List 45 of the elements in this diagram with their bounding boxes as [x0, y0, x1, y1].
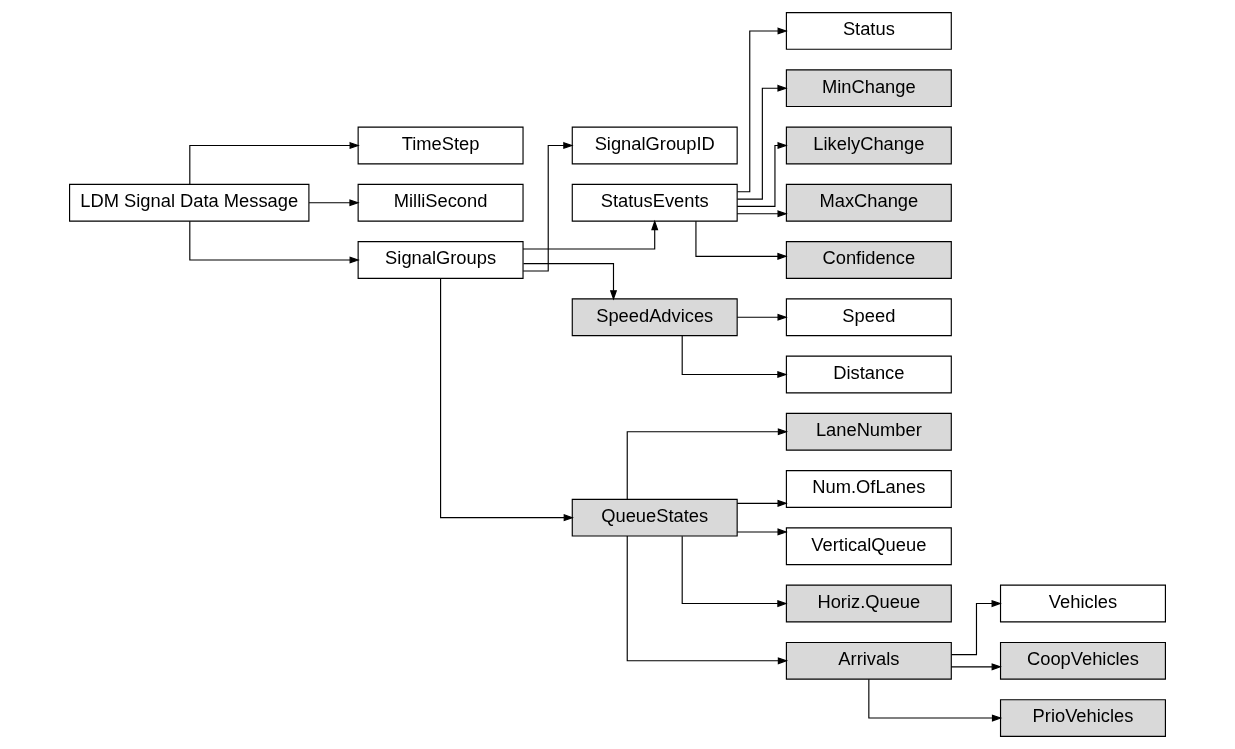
node-box: VerticalQueue	[785, 527, 952, 566]
arrow	[736, 210, 788, 218]
arrow	[522, 263, 618, 301]
node-box: MinChange	[785, 69, 952, 108]
arrow	[736, 499, 788, 507]
arrow	[308, 199, 360, 207]
node-box: SpeedAdvices	[571, 298, 738, 337]
node-box: TimeStep	[357, 126, 524, 165]
arrow	[695, 220, 788, 260]
node-box: SignalGroupID	[571, 126, 738, 165]
node-box: Speed	[785, 298, 952, 337]
arrow	[950, 599, 1002, 656]
arrow	[522, 141, 574, 272]
arrow	[522, 219, 659, 250]
arrow	[626, 535, 789, 665]
arrow	[736, 27, 788, 193]
node-box: LikelyChange	[785, 126, 952, 165]
node-box: StatusEvents	[571, 183, 738, 222]
node-box: MilliSecond	[357, 183, 524, 222]
node-box: SignalGroups	[357, 241, 524, 279]
node-box: Confidence	[785, 241, 952, 279]
arrow	[681, 535, 788, 608]
arrow	[189, 220, 360, 264]
node-box: Distance	[785, 355, 952, 394]
node-box: Status	[785, 12, 952, 50]
node-box: Arrivals	[785, 641, 952, 680]
node-box: QueueStates	[571, 498, 738, 537]
node-box: Horiz.Queue	[785, 584, 952, 623]
arrow	[189, 141, 360, 185]
node-box: LaneNumber	[785, 412, 952, 451]
node-box: CoopVehicles	[999, 641, 1166, 680]
arrow	[868, 678, 1003, 722]
node-box: Vehicles	[999, 584, 1166, 623]
node-box: Num.OfLanes	[785, 470, 952, 508]
node-box: LDM Signal Data Message	[69, 183, 310, 222]
arrow	[736, 528, 788, 536]
arrow	[736, 313, 788, 321]
arrow	[736, 84, 788, 200]
arrow	[626, 428, 789, 500]
arrow	[736, 141, 788, 207]
node-box: MaxChange	[785, 183, 952, 222]
arrow	[950, 663, 1002, 671]
arrow	[681, 335, 788, 379]
arrow	[440, 277, 574, 522]
node-box: PrioVehicles	[999, 699, 1166, 737]
